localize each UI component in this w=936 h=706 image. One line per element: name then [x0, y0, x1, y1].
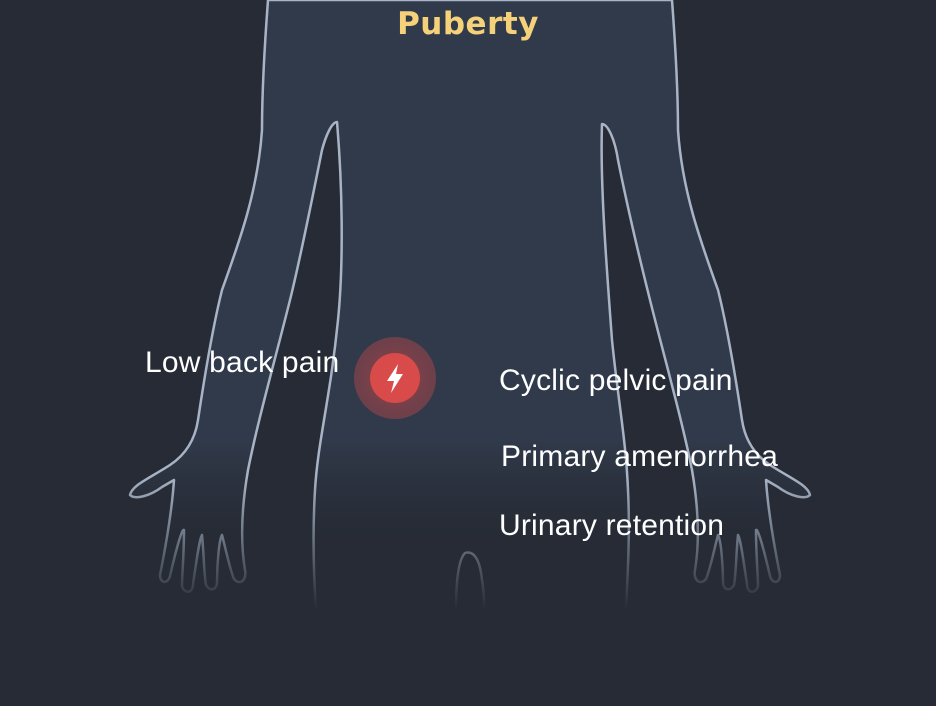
torso-and-arms — [128, 0, 812, 612]
page-title: Puberty — [397, 6, 539, 42]
symptom-urinary-retention: Urinary retention — [499, 509, 725, 542]
symptom-cyclic-pelvic-pain: Cyclic pelvic pain — [499, 364, 733, 397]
lightning-bolt-icon — [387, 364, 403, 393]
symptom-low-back-pain: Low back pain — [145, 346, 340, 379]
symptom-primary-amenorrhea: Primary amenorrhea — [501, 440, 779, 473]
pain-marker[interactable] — [354, 337, 436, 419]
